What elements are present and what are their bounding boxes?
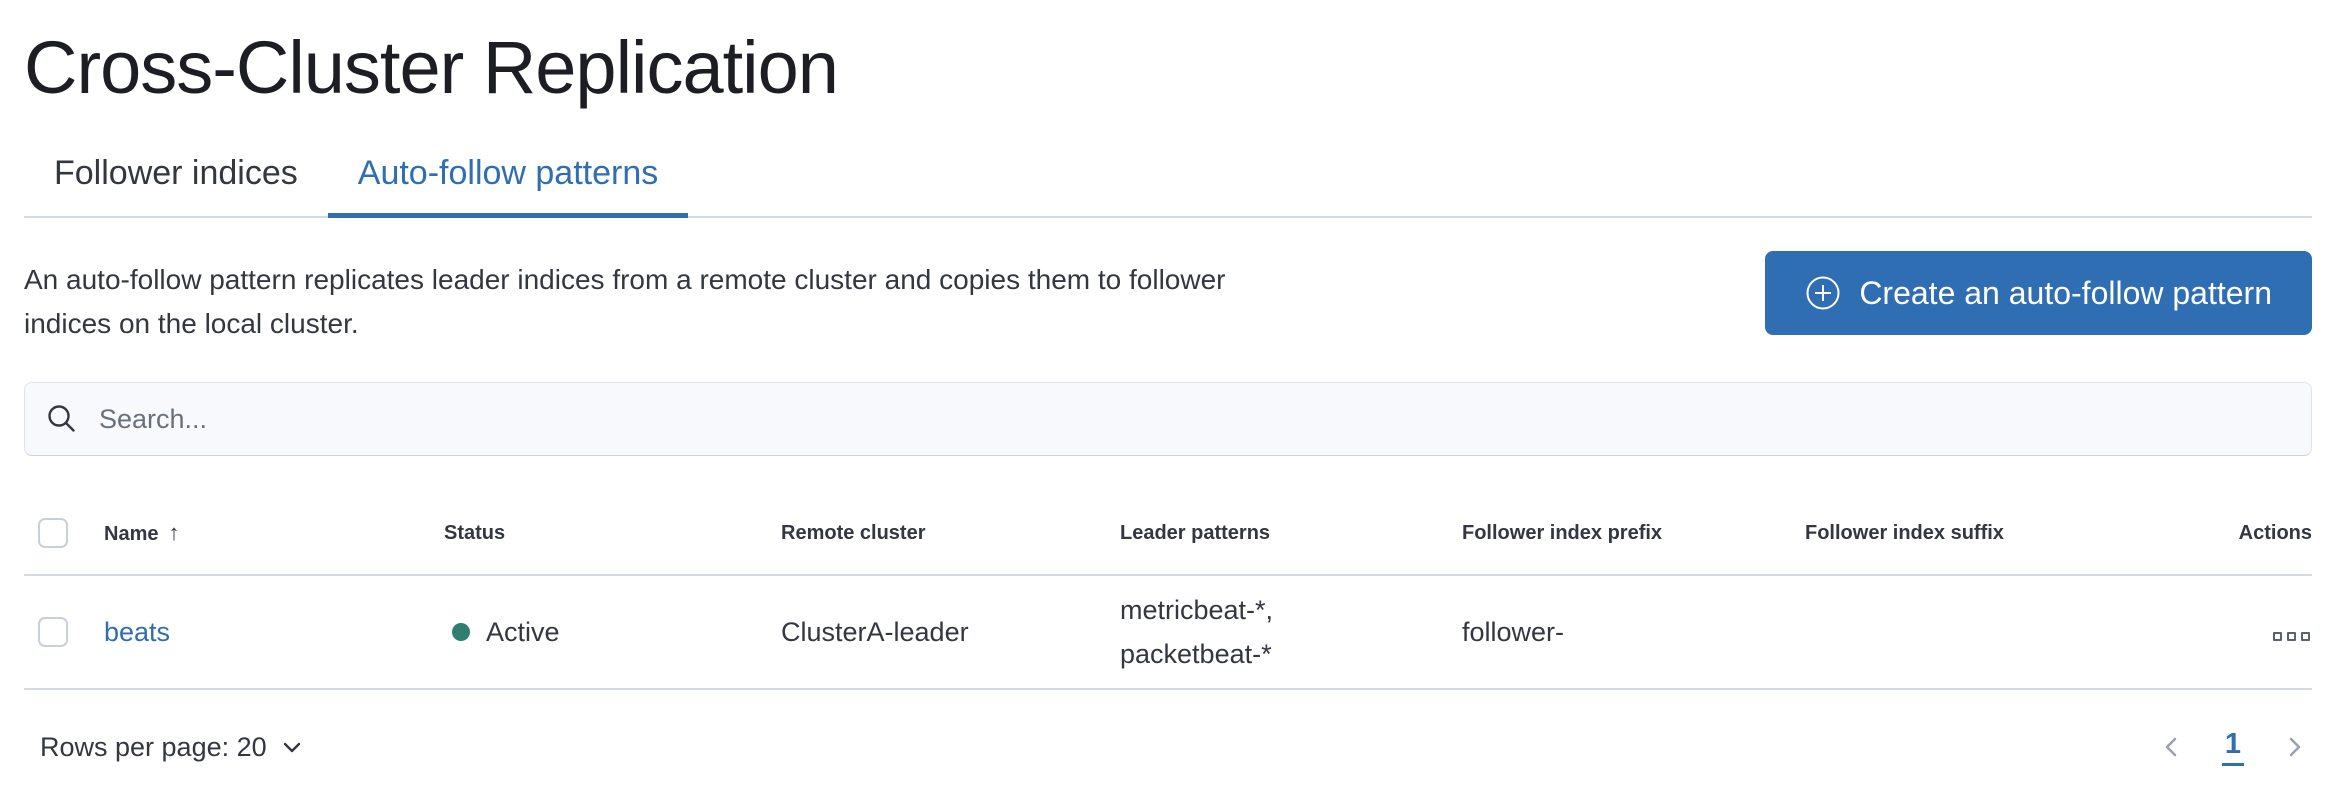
page-title: Cross-Cluster Replication (24, 26, 839, 109)
status-cell: Active (444, 617, 781, 648)
column-header-leader-patterns: Leader patterns (1120, 508, 1462, 576)
auto-follow-patterns-table: Name↑ Status Remote cluster Leader patte… (24, 508, 2312, 690)
chevron-left-icon (2165, 737, 2177, 757)
search-bar (24, 382, 2312, 456)
leader-patterns-cell: metricbeat-*, packetbeat-* (1120, 595, 1274, 669)
sort-ascending-icon: ↑ (168, 520, 180, 545)
create-button-label: Create an auto-follow pattern (1859, 274, 2272, 311)
select-all-checkbox[interactable] (38, 518, 68, 548)
column-header-remote-cluster: Remote cluster (781, 508, 1120, 576)
page-description: An auto-follow pattern replicates leader… (24, 264, 1226, 339)
column-header-follower-index-prefix: Follower index prefix (1462, 508, 1805, 576)
status-active-dot-icon (452, 623, 470, 641)
chevron-right-icon (2289, 737, 2301, 757)
search-input[interactable] (99, 383, 2291, 455)
follower-index-suffix-cell (1805, 575, 2230, 690)
row-checkbox[interactable] (38, 617, 68, 647)
row-actions-button[interactable] (2271, 628, 2312, 645)
follower-index-prefix-cell: follower- (1462, 575, 1805, 690)
next-page-button[interactable] (2276, 729, 2312, 765)
tab-auto-follow-patterns[interactable]: Auto-follow patterns (327, 152, 689, 218)
table-row: beats Active ClusterA-leader metricbeat-… (24, 575, 2312, 690)
table-footer: Rows per page: 20 1 (24, 728, 2312, 766)
page-number-1[interactable]: 1 (2221, 728, 2244, 766)
search-icon (48, 405, 75, 432)
description-row: An auto-follow pattern replicates leader… (24, 218, 2312, 346)
plus-in-circle-icon (1806, 276, 1840, 310)
pagination: 1 (2154, 728, 2312, 766)
column-header-name[interactable]: Name↑ (104, 508, 444, 576)
tab-bar: Follower indices Auto-follow patterns (24, 152, 2312, 218)
column-header-actions: Actions (2230, 508, 2312, 576)
create-auto-follow-pattern-button[interactable]: Create an auto-follow pattern (1765, 251, 2312, 335)
column-header-status: Status (444, 508, 781, 576)
column-header-follower-index-suffix: Follower index suffix (1805, 508, 2230, 576)
boxes-horizontal-icon (2273, 631, 2282, 641)
rows-per-page-selector[interactable]: Rows per page: 20 (40, 732, 305, 763)
table-header-row: Name↑ Status Remote cluster Leader patte… (24, 508, 2312, 576)
tab-follower-indices[interactable]: Follower indices (54, 154, 298, 192)
chevron-down-icon (283, 742, 300, 753)
status-label: Active (486, 616, 560, 647)
rows-per-page-label: Rows per page: 20 (40, 731, 267, 762)
previous-page-button[interactable] (2154, 729, 2190, 765)
pattern-name-link[interactable]: beats (104, 616, 171, 647)
remote-cluster-cell: ClusterA-leader (781, 575, 1120, 690)
